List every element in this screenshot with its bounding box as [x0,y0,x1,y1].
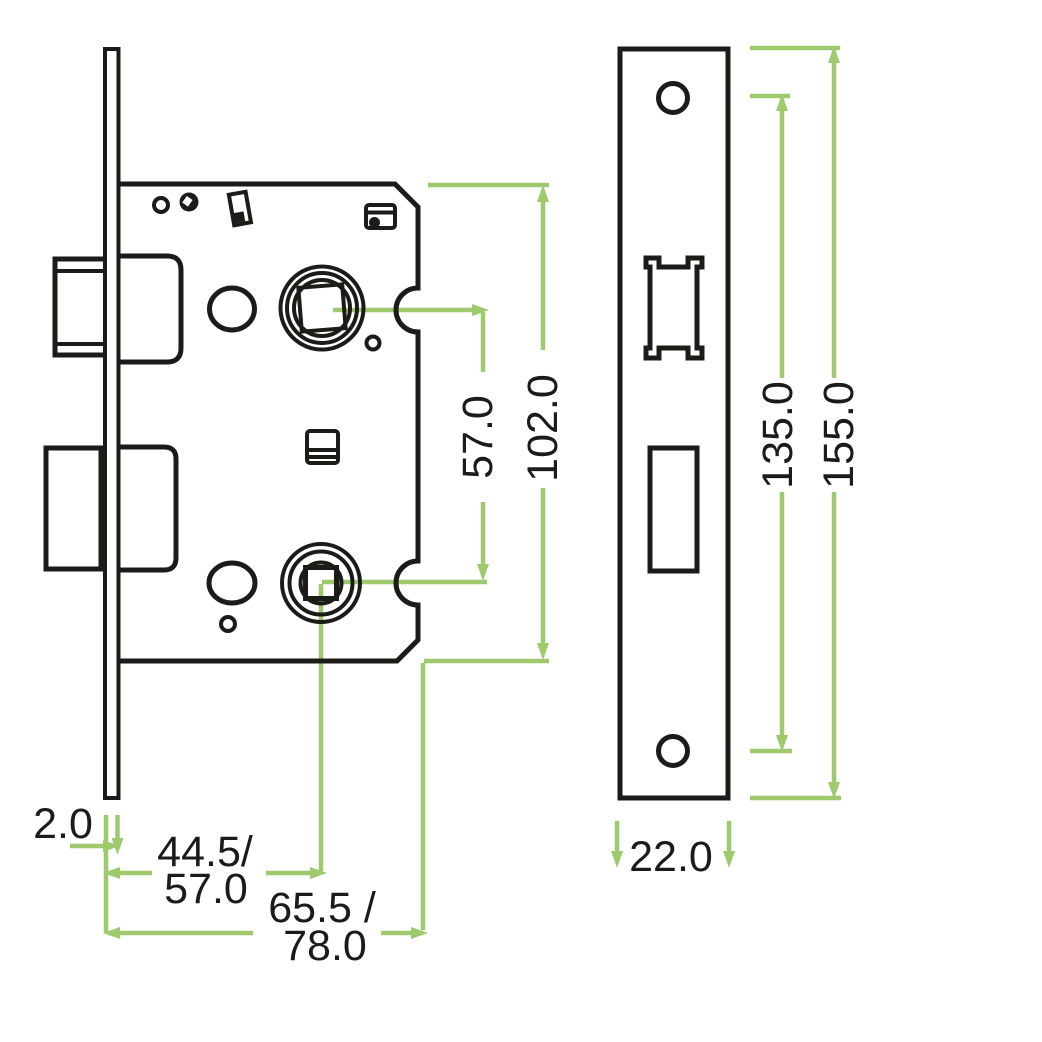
latch-bolt-body [115,253,184,365]
dim-label-backset-2: 57.0 [164,865,248,913]
dim-case-height: 102.0 [424,182,567,664]
spring-clip [226,189,254,228]
dim-label-faceplate-width: 22.0 [629,833,713,881]
dim-label-spindle-centres: 57.0 [454,395,502,479]
dim-arrow-down [611,851,623,868]
deadbolt-body [115,444,179,573]
faceplate-side-view [103,47,121,800]
dim-plate-thickness: 2.0 [33,800,124,933]
follower-ring-outer [278,264,366,352]
small-hole [364,334,382,352]
spring-block [305,429,340,465]
dim-arrow-right [411,927,428,939]
dim-backset: 44.5/ 57.0 [103,584,327,913]
dim-label-screw-centres: 135.0 [754,381,802,489]
dim-case-depth: 65.5 / 78.0 [103,663,428,970]
rivet [179,192,199,212]
dim-spindle-centres: 57.0 [322,304,502,585]
dim-screw-hole-centres: 135.0 [750,93,802,754]
spindle-follower-bottom [206,542,362,633]
dim-arrow-right [310,867,327,879]
dim-arrow-down [477,564,489,581]
dim-arrow-down [776,735,788,752]
front-view [617,46,731,801]
dim-label-case-depth-2: 78.0 [283,922,367,970]
side-view [43,47,421,800]
latch-bolt-head [52,256,110,358]
dim-arrow-right [472,304,489,316]
follower-ring-mid [285,271,359,345]
dim-arrow-down [723,851,735,868]
screw-hole-top [656,81,690,115]
deadbolt-cutout [647,445,700,574]
follower-ring-outer [280,542,362,624]
guide-hole [206,560,258,606]
follower-ring-inner [292,278,352,338]
spring-clip-pad [233,211,246,224]
spindle-square [296,282,348,334]
small-hole [219,615,237,633]
dim-label-faceplate-height: 155.0 [815,381,863,489]
dim-label-case-depth-1: 65.5 / [268,884,376,932]
stop-plate-dot [369,217,380,228]
fixing-hole [152,196,170,214]
guide-hole [207,285,257,333]
screw-hole-bottom [656,734,690,768]
dim-faceplate-width: 22.0 [611,821,735,881]
follower-ring-inner [298,560,344,606]
dim-label-backset-1: 44.5/ [157,828,253,876]
dim-arrow-down [111,838,124,855]
lock-case-outline [115,181,421,664]
faceplate-front-view [617,46,731,801]
dim-label-case-height: 102.0 [519,374,567,482]
spindle-follower-top [207,264,382,352]
spindle-square [303,565,339,601]
latch-cutout [643,255,705,361]
stop-plate-icon [364,203,397,230]
dim-faceplate-height: 155.0 [750,45,863,801]
deadbolt-head [43,445,104,572]
dim-arrow-down [537,643,549,660]
rivet-notch [182,196,193,207]
dim-label-plate-thickness: 2.0 [33,800,93,848]
dim-arrow-down [828,782,840,799]
follower-ring-mid [287,549,355,617]
